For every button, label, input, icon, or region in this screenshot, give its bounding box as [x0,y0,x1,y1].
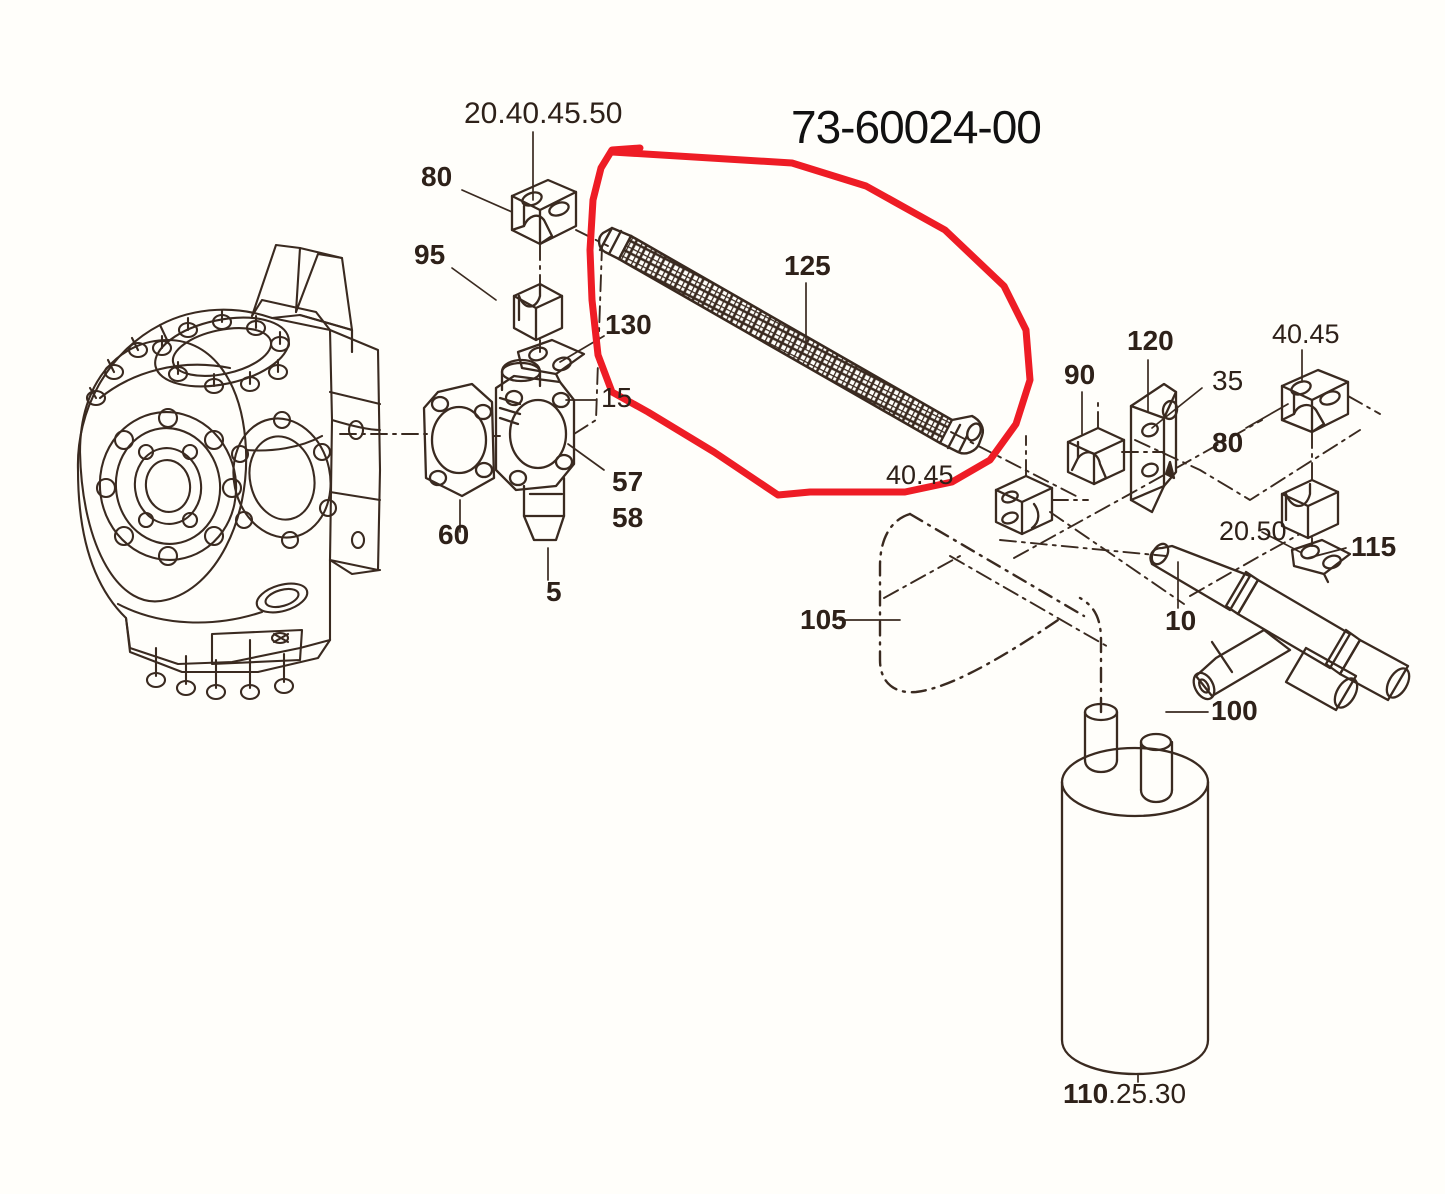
callout-35: 35 [1212,365,1244,396]
clamp-block-lower-left [994,474,1054,536]
callout-58: 58 [612,502,644,533]
hose-run-105 [878,512,1086,694]
callout-40-45-hose: 40.45 [886,460,954,490]
callout-125: 125 [784,250,831,281]
clamp-plate-115 [1290,538,1352,584]
mounting-bracket-120 [1129,382,1179,514]
callout-110: 110 [1063,1078,1109,1109]
leader-lines [451,131,1347,1083]
page-title: 73-60024-00 [791,101,1042,153]
callout-120: 120 [1127,325,1174,356]
callout-110-suffix: .25.30 [1108,1078,1187,1109]
flange-gasket-60 [422,382,496,498]
tube-100-route [1078,596,1103,714]
service-valve-body [494,358,576,542]
callout-90: 90 [1064,359,1096,390]
callout-5: 5 [546,576,562,607]
callout-40-45-right: 40.45 [1272,319,1340,349]
callout-95: 95 [414,239,446,270]
callout-60: 60 [438,519,470,550]
pipe-assembly-10 [1149,542,1411,712]
right-lower-clamp-20-50 [1280,478,1340,540]
lower-clamp-block [512,282,564,342]
callout-130: 130 [605,309,652,340]
callout-110-25-30: 110.25.30 [1063,1080,1186,1108]
callout-115: 115 [1351,531,1397,562]
receiver-tank-110 [1060,702,1210,1076]
assembly-centerlines [339,229,1381,649]
compressor-housing [76,243,382,701]
right-upper-clamp-40-45 [1280,368,1350,434]
red-highlight-annotation [586,144,1034,499]
callout-20-50: 20.50 [1219,516,1287,546]
callout-15: 15 [601,382,633,413]
callout-80-left: 80 [421,161,453,192]
callout-105: 105 [800,604,847,635]
callout-57: 57 [612,466,644,497]
callout-20-40-45-50: 20.40.45.50 [464,97,623,130]
callout-10: 10 [1165,605,1197,636]
clamp-plate-130 [516,338,586,384]
callout-100: 100 [1211,695,1258,726]
clamp-block-90 [1066,426,1126,486]
callout-80-right: 80 [1212,427,1244,458]
assembly-centerlines-2 [1013,399,1301,597]
upper-clamp-block-80 [510,178,578,246]
